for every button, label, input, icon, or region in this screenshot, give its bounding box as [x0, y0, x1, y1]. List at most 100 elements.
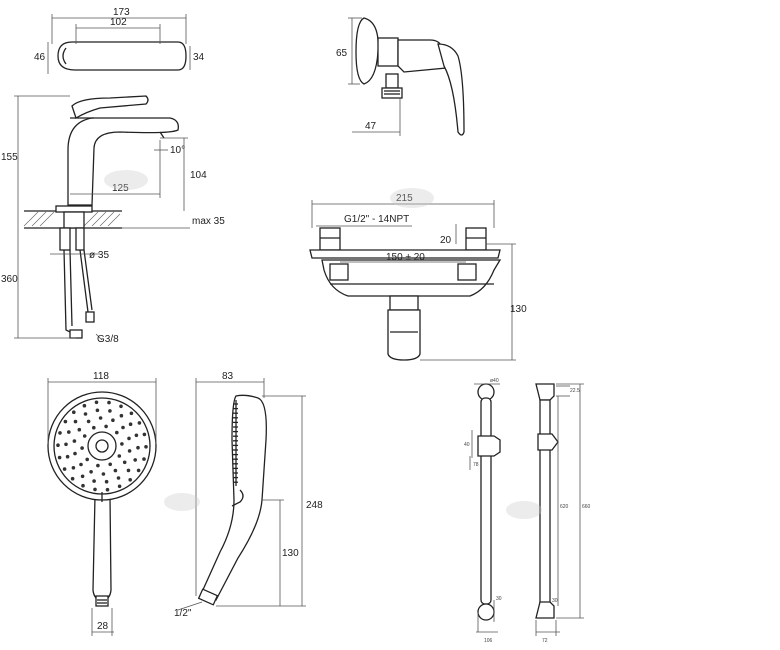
dim-248: 248	[306, 500, 323, 511]
rail-side-top-bracket	[535, 383, 555, 401]
nozzle-dot	[80, 446, 84, 450]
nozzle-dot	[142, 432, 147, 437]
basin-lever-outline	[71, 95, 149, 119]
dim-28: 28	[97, 621, 109, 632]
hand-shower-connector	[95, 595, 109, 607]
dim-rail-o40: ø40	[490, 378, 499, 384]
nozzle-dot	[86, 419, 91, 424]
nozzle-dot	[89, 470, 93, 474]
basin-shank	[63, 211, 85, 229]
nozzle-dot	[134, 433, 139, 438]
nozzle-dot	[83, 412, 88, 416]
hand-shower-side-outline	[201, 394, 267, 601]
mixer-lever-front	[387, 309, 421, 361]
nozzle-dot	[108, 462, 112, 467]
nozzle-dot	[117, 484, 122, 489]
dim-150-20: 150 ± 20	[386, 252, 425, 263]
dim-173: 173	[113, 7, 130, 18]
dim-20: 20	[440, 235, 452, 246]
basin-top-outline	[57, 41, 187, 71]
nozzle-dot	[70, 476, 75, 481]
dim-rail-620: 620	[560, 504, 569, 510]
dim-215: 215	[396, 193, 413, 204]
mixer-top-bar	[309, 249, 501, 259]
shower-mixer-front-view: 215 G1/2" - 14NPT 20 150 ± 20 130	[309, 193, 527, 361]
nozzle-dot	[65, 454, 70, 459]
rail-bottom-bracket	[477, 603, 495, 621]
mixer-lever-side	[437, 43, 465, 136]
nozzle-dot	[81, 483, 85, 488]
mixer-inlet	[377, 37, 399, 67]
dim-diameter-35: ø 35	[89, 250, 109, 261]
hand-shower-side-connector	[197, 588, 219, 606]
nozzle-dot	[144, 445, 148, 449]
nozzle-dot	[111, 418, 115, 423]
mixer-outlet-top	[389, 295, 419, 311]
nozzle-dot	[133, 458, 137, 462]
nozzle-dot	[122, 460, 127, 465]
rail-side-tube	[539, 399, 551, 607]
dim-rail-660: 660	[582, 504, 591, 510]
left-eccentric-nut	[329, 263, 349, 281]
dim-104: 104	[190, 170, 207, 181]
dim-34: 34	[193, 52, 205, 63]
nozzle-dot	[62, 467, 67, 471]
nozzle-dot	[73, 451, 77, 456]
rail-side-slider	[537, 433, 559, 451]
nozzle-dot	[67, 430, 71, 434]
dim-46: 46	[34, 52, 46, 63]
nozzle-dot	[92, 479, 96, 483]
hand-shower-handle	[92, 495, 112, 601]
mixer-outlet-nut	[385, 73, 399, 89]
nozzle-dot	[96, 463, 100, 468]
nozzle-dot	[85, 457, 89, 462]
nozzle-dot	[57, 455, 62, 460]
dim-rail-22-5: 22.5	[570, 388, 580, 394]
nozzle-dot	[142, 457, 146, 461]
counter-hatching	[23, 211, 121, 227]
nozzle-dot	[129, 411, 134, 416]
hand-shower-front-view: 118 28	[47, 371, 157, 636]
dim-g38: G3/8	[97, 334, 119, 345]
dim-rail-40: 40	[464, 442, 470, 448]
nozzle-dot	[121, 425, 125, 430]
nozzle-dot	[107, 400, 111, 405]
rail-slider	[477, 435, 501, 457]
nozzle-dot	[79, 462, 83, 467]
nozzle-dot	[136, 468, 141, 473]
basin-base-plate	[55, 205, 93, 213]
dim-118: 118	[93, 371, 109, 382]
basin-top-inner-curve	[62, 47, 67, 65]
basin-mixer-side-view: 155 10° 104 125 max 35 360 ø 35 G3/8	[1, 95, 225, 345]
nozzle-dot	[115, 430, 119, 435]
rail-tube	[480, 397, 492, 605]
rail-side-bottom-bracket	[535, 601, 555, 619]
mixer-outlet-thread	[381, 87, 403, 99]
nozzle-dot	[56, 443, 60, 448]
nozzle-dot	[126, 468, 131, 473]
mixer-body-front	[321, 259, 502, 297]
nozzle-dot	[82, 434, 87, 438]
basin-thread-left	[59, 227, 71, 251]
nozzle-dot	[113, 468, 118, 473]
dim-max-35: max 35	[192, 216, 225, 227]
nozzle-dot	[64, 442, 68, 447]
basin-mixer-top-view: 173 102 46 34	[34, 7, 205, 74]
nozzle-dot	[127, 449, 132, 453]
nozzle-dot	[108, 409, 112, 413]
nozzle-dot	[72, 410, 76, 415]
dim-130-handshower: 130	[282, 548, 299, 559]
dim-rail-78: 78	[473, 462, 479, 468]
hand-shower-nozzles	[56, 400, 148, 492]
nozzle-dot	[127, 436, 131, 441]
hand-shower-center-disc	[87, 431, 117, 461]
nozzle-dot	[116, 476, 121, 480]
nozzle-dot	[119, 404, 123, 409]
right-eccentric-nut	[457, 263, 477, 281]
wall-flange	[355, 17, 379, 85]
dim-47: 47	[365, 121, 377, 132]
dim-155: 155	[1, 152, 18, 163]
shower-mixer-side-view: 65 47	[336, 17, 465, 136]
dim-rail-30-side: 30	[552, 598, 558, 604]
